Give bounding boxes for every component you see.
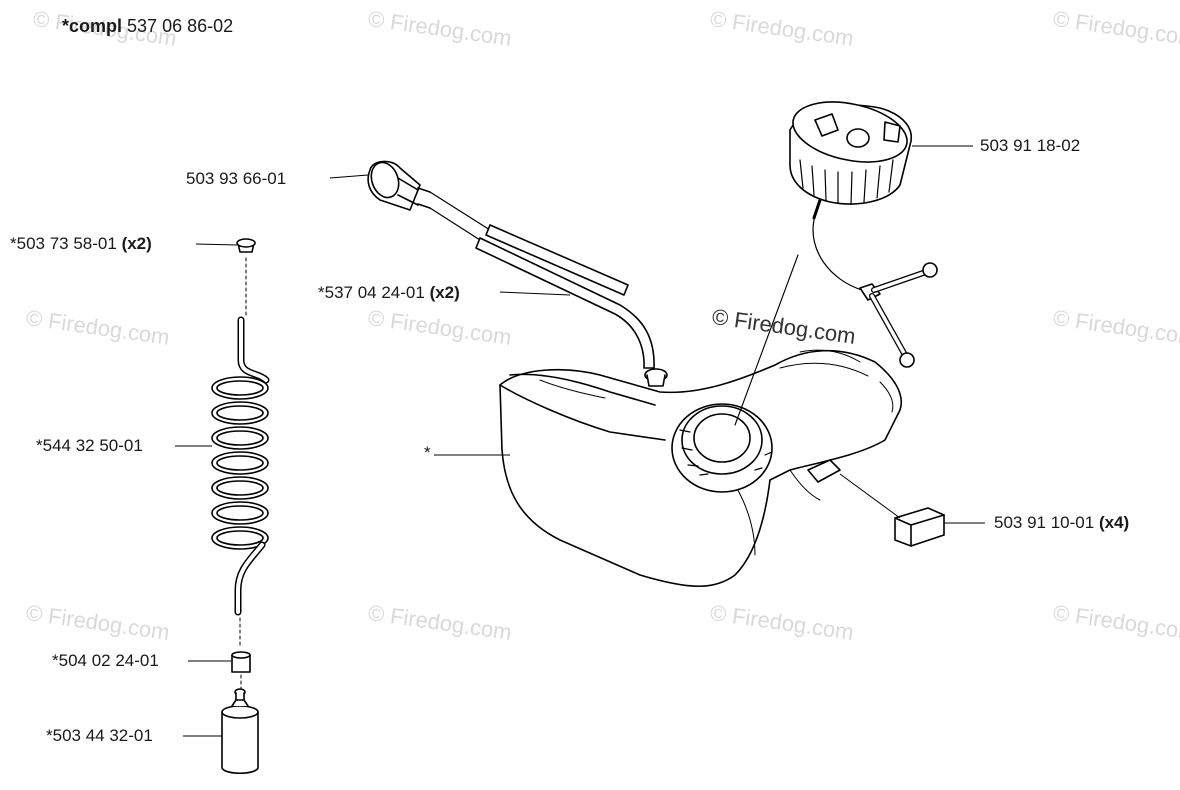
part-label-cap: 503 91 18-02 [980,136,1080,156]
part-number: *504 02 24-01 [52,651,159,670]
part-label-damper: 503 91 10-01 (x4) [994,513,1129,533]
leader-lines [175,145,985,737]
part-number: * [424,443,431,462]
part-label-hose: *537 04 24-01 (x2) [318,283,460,303]
part-number: 503 91 10-01 [994,513,1095,532]
part-qty: (x2) [121,234,152,253]
part-number: *503 73 58-01 [10,234,117,253]
part-label-grommet: 503 93 66-01 [186,169,286,189]
header-prefix: *compl [62,16,123,36]
part-label-tank: * [424,443,431,463]
part-label-plug: *503 73 58-01 (x2) [10,234,152,254]
part-number: *503 44 32-01 [46,726,153,745]
leader-plug [195,243,238,246]
leader-grommet [329,174,369,179]
header-number: 537 06 86-02 [127,16,234,36]
fuel-tank [499,349,902,587]
assembly-header: *compl 537 06 86-02 [62,16,233,36]
damper-part [894,507,945,547]
part-number: *537 04 24-01 [318,283,425,302]
fuel-coil [211,257,270,649]
grommet-assembly [367,160,655,369]
fuel-cap [734,101,938,426]
leader-hose [499,291,571,296]
part-number: *544 32 50-01 [36,436,143,455]
leader-damper-link [839,473,901,519]
fuel-filter [221,688,259,775]
part-qty: (x2) [429,283,460,302]
part-number: 503 91 18-02 [980,136,1081,155]
sleeve-part [231,651,251,689]
part-label-coil: *544 32 50-01 [36,436,143,456]
part-number: 503 93 66-01 [186,169,287,188]
part-label-sleeve: *504 02 24-01 [52,651,159,671]
plug-part [236,238,256,253]
part-label-filter: *503 44 32-01 [46,726,153,746]
part-qty: (x4) [1098,513,1130,532]
